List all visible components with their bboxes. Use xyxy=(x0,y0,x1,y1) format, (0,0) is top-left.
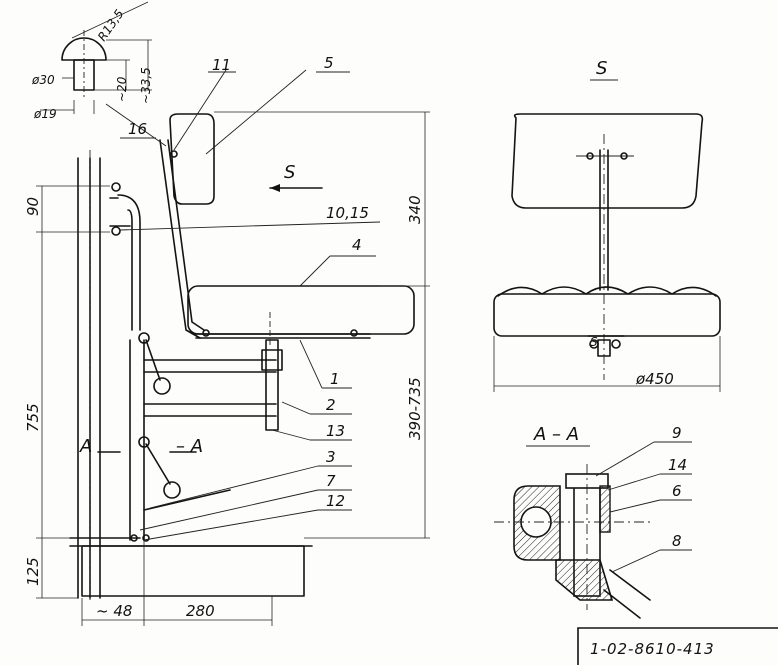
dim-125: 125 xyxy=(24,557,42,586)
callout-6: 6 xyxy=(672,482,682,500)
view-s-title: S xyxy=(596,58,607,79)
callout-11: 11 xyxy=(212,56,231,74)
view-s-diameter: ø450 xyxy=(635,370,674,388)
section-mark-left: A xyxy=(79,436,92,457)
callout-2: 2 xyxy=(326,396,336,414)
callout-4: 4 xyxy=(352,236,362,254)
dim-755: 755 xyxy=(24,403,42,432)
callout-13: 13 xyxy=(326,422,345,440)
callout-1: 1 xyxy=(330,370,340,388)
callout-10-15: 10,15 xyxy=(326,204,369,222)
dim-90: 90 xyxy=(24,197,42,216)
dim-33-label: ~33,5 xyxy=(139,67,153,104)
side-view: S A – A 90 755 125 ~ 48 280 340 390-735 xyxy=(24,54,430,626)
view-s-mark: S xyxy=(284,162,295,183)
callout-8: 8 xyxy=(672,532,682,550)
base-plate xyxy=(81,545,305,597)
diameter-30-label: ø30 xyxy=(31,73,55,87)
drawing-code: 1-02-8610-413 xyxy=(590,640,715,658)
dim-280: 280 xyxy=(186,602,215,620)
dim-48: ~ 48 xyxy=(96,602,132,620)
seat-cushion xyxy=(187,285,415,335)
section-aa-title: A – A xyxy=(533,424,579,445)
callout-5: 5 xyxy=(324,54,334,72)
diameter-19-label: ø19 xyxy=(33,107,57,121)
view-s-seat xyxy=(493,293,721,337)
dim-20-label: ~20 xyxy=(115,76,129,102)
callout-12: 12 xyxy=(326,492,345,510)
callout-3: 3 xyxy=(326,448,336,466)
callout-7: 7 xyxy=(326,472,336,490)
section-mark-right: – A xyxy=(176,436,203,457)
view-s: S ø450 S xyxy=(493,58,721,392)
backrest-cushion xyxy=(169,113,215,205)
view-s-backrest xyxy=(511,113,704,209)
dim-340: 340 xyxy=(406,195,424,224)
section-aa: A – A 9 14 6 8 xyxy=(494,424,692,619)
view-s-center-mark: S xyxy=(590,335,598,349)
callout-14: 14 xyxy=(668,456,687,474)
knob-detail: R13,5 ø30 ø19 ~20 ~33,5 xyxy=(31,1,153,121)
knob-head xyxy=(61,37,107,61)
dim-390-735: 390-735 xyxy=(406,377,424,440)
title-block: 1-02-8610-413 xyxy=(577,627,778,665)
callout-9: 9 xyxy=(672,424,682,442)
callout-16: 16 xyxy=(128,120,147,138)
radius-label: R13,5 xyxy=(95,7,127,44)
lever-boss xyxy=(555,559,614,601)
